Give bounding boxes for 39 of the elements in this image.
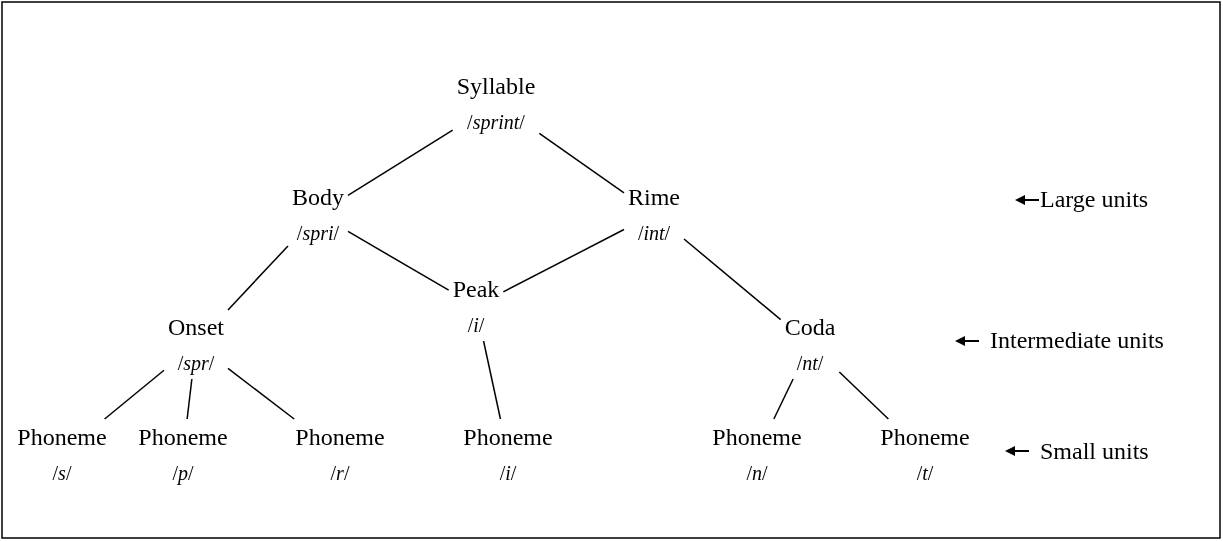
phonetic-transcription: /t/ — [915, 461, 935, 485]
phonetic-transcription: /p/ — [171, 461, 195, 485]
level-label: Small units — [1040, 437, 1149, 465]
node-label: Phoneme — [17, 423, 107, 451]
connector-line — [347, 230, 450, 291]
node-label: Phoneme — [712, 423, 802, 451]
node-label: Onset — [168, 313, 224, 341]
level-label: Intermediate units — [990, 326, 1164, 354]
connector-line — [502, 228, 625, 293]
connector-line — [683, 238, 782, 321]
connector-line — [838, 371, 890, 420]
connector-line — [538, 132, 625, 194]
phonetic-transcription: /s/ — [51, 461, 73, 485]
level-label: Large units — [1040, 185, 1149, 213]
phonetic-transcription: /nt/ — [795, 351, 825, 375]
node-label: Phoneme — [880, 423, 970, 451]
node-label: Rime — [628, 183, 680, 211]
phonetic-transcription: /n/ — [745, 461, 769, 485]
phonetic-transcription: /int/ — [636, 221, 672, 245]
node-label: Phoneme — [463, 423, 553, 451]
connector-line — [186, 378, 193, 420]
connector-line — [347, 129, 454, 197]
node-label: Peak — [452, 275, 500, 303]
connector-line — [482, 340, 502, 420]
node-label: Body — [292, 183, 344, 211]
node-label: Coda — [784, 313, 836, 341]
phonetic-transcription: /spri/ — [295, 221, 341, 245]
connector-line — [227, 367, 295, 420]
connector-line — [773, 378, 794, 420]
phonetic-transcription: /spr/ — [176, 351, 216, 375]
phonetic-transcription: /i/ — [466, 313, 486, 337]
node-label: Phoneme — [138, 423, 228, 451]
node-label: Phoneme — [295, 423, 385, 451]
phonetic-transcription: /r/ — [329, 461, 351, 485]
phonetic-transcription: /sprint/ — [466, 110, 526, 134]
phonetic-transcription: /i/ — [498, 461, 518, 485]
node-label: Syllable — [456, 72, 536, 100]
connector-line — [103, 369, 165, 420]
connector-line — [227, 245, 289, 311]
